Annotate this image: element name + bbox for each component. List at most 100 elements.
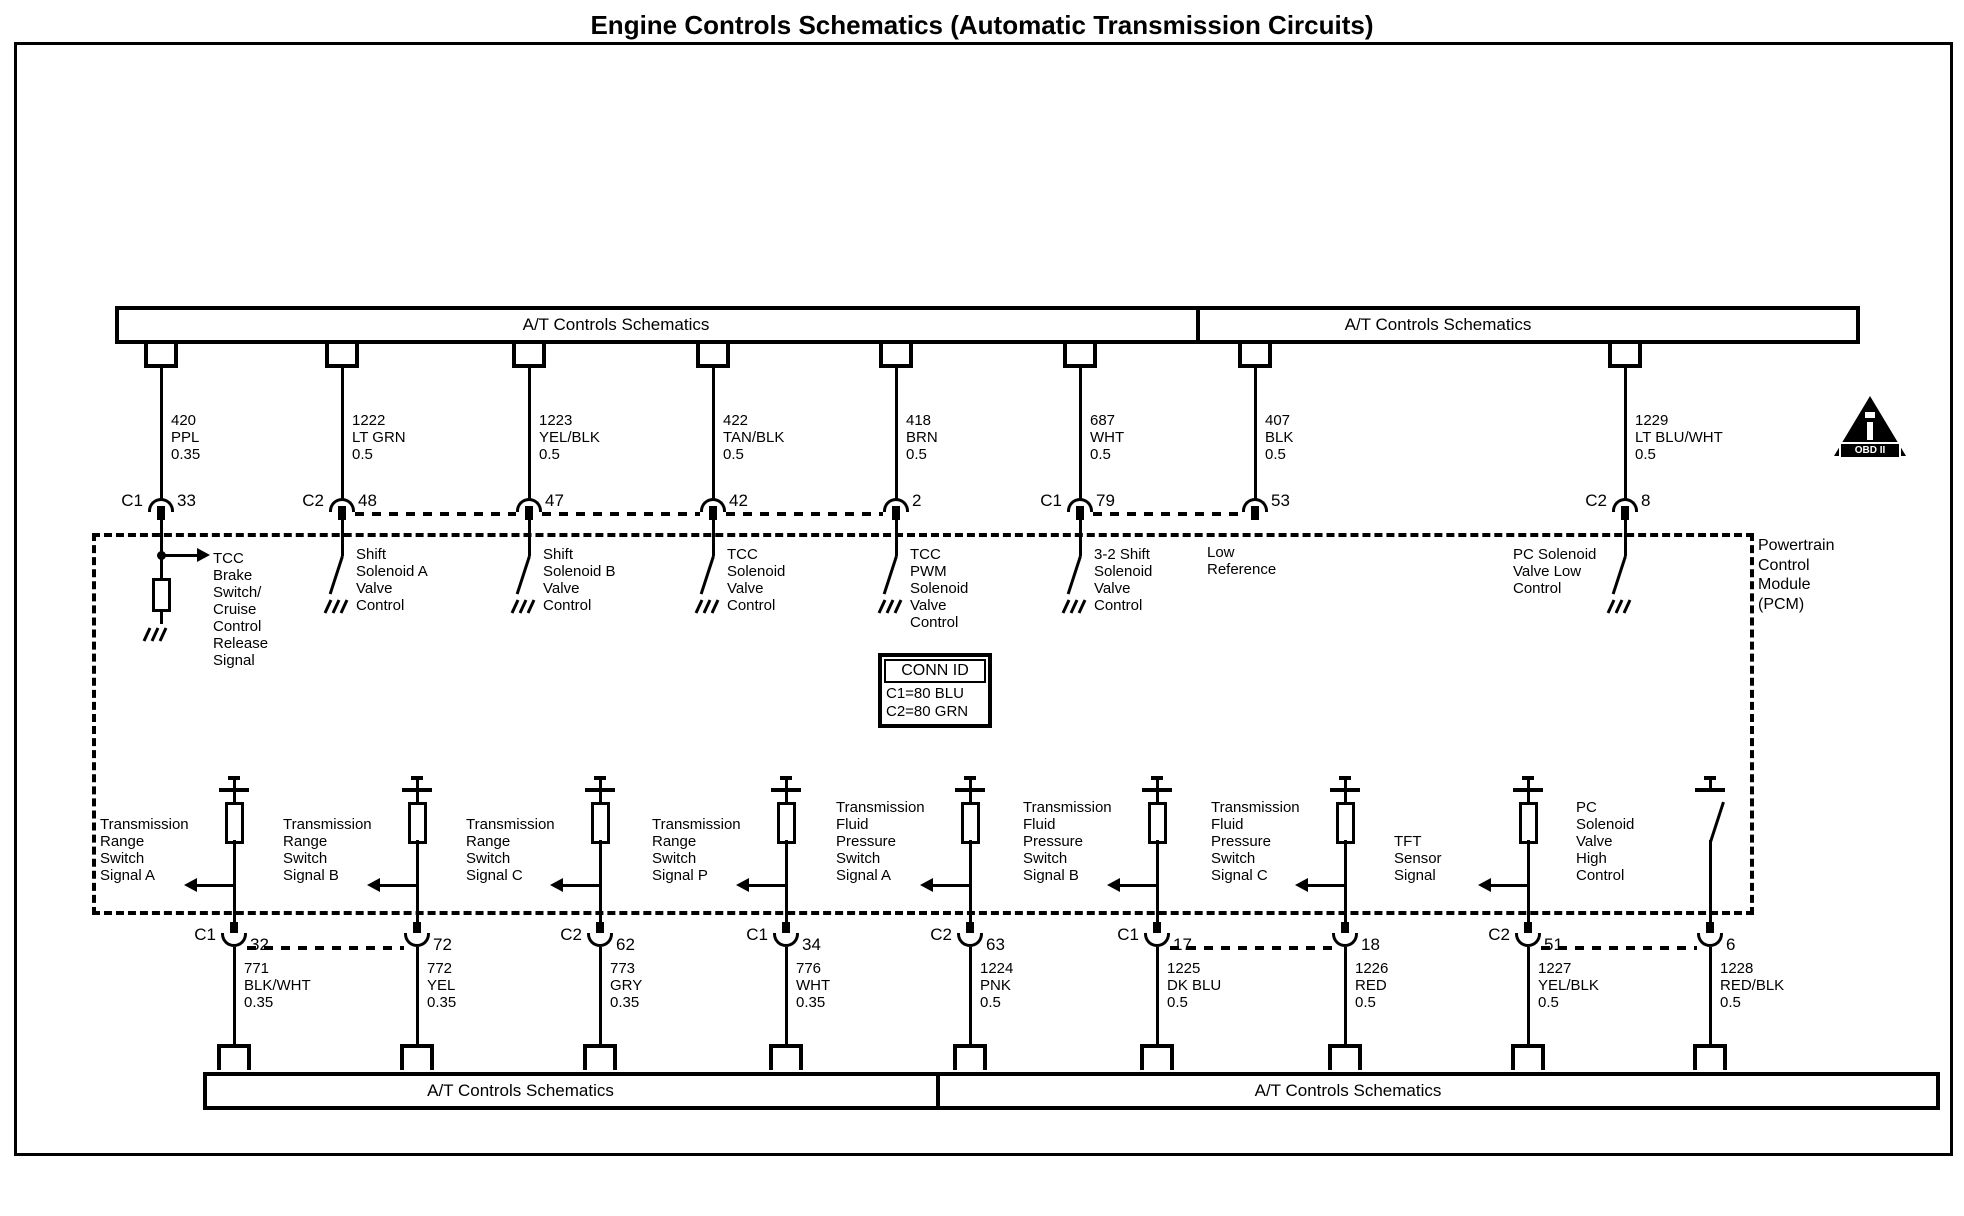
wire bbox=[527, 518, 531, 556]
connector-label: C1 bbox=[1040, 491, 1062, 510]
pin-link bbox=[542, 512, 700, 516]
connector-label: C2 bbox=[560, 925, 582, 944]
pin-nub bbox=[157, 506, 165, 520]
wire bbox=[415, 947, 419, 1044]
signal-arrow bbox=[1295, 878, 1308, 892]
connector-stub bbox=[1693, 1044, 1727, 1070]
wire bbox=[1155, 947, 1159, 1044]
function-label: Transmission Range Switch Signal A bbox=[100, 816, 189, 884]
connector-stub bbox=[879, 344, 913, 368]
wire bbox=[598, 840, 602, 924]
function-label: TCC Brake Switch/ Cruise Control Release… bbox=[213, 550, 269, 669]
pin-nub bbox=[1153, 922, 1161, 936]
circuit-label: 422 TAN/BLK 0.5 bbox=[723, 412, 785, 463]
wire bbox=[784, 840, 788, 924]
function-label: Transmission Fluid Pressure Switch Signa… bbox=[1023, 799, 1112, 884]
resistor bbox=[590, 802, 610, 844]
pin-nub bbox=[338, 506, 346, 520]
connector-stub bbox=[1328, 1044, 1362, 1070]
wire bbox=[598, 792, 602, 802]
resistor bbox=[1147, 802, 1167, 844]
wire bbox=[894, 366, 898, 506]
connector-label: C2 bbox=[930, 925, 952, 944]
signal-arrow bbox=[736, 878, 749, 892]
wire bbox=[968, 947, 972, 1044]
pin-number: 79 bbox=[1096, 491, 1115, 510]
circuit-label: 1223 YEL/BLK 0.5 bbox=[539, 412, 600, 463]
pullup-terminator-bar bbox=[402, 788, 432, 792]
pullup-terminator-stem bbox=[232, 776, 236, 788]
pin-link bbox=[726, 512, 883, 516]
wire bbox=[1526, 947, 1530, 1044]
pin-nub bbox=[1524, 922, 1532, 936]
resistor bbox=[407, 802, 427, 844]
wire bbox=[1708, 840, 1712, 924]
connector-stub bbox=[1608, 344, 1642, 368]
wire bbox=[527, 366, 531, 506]
pin-nub bbox=[230, 922, 238, 936]
circuit-label: 420 PPL 0.35 bbox=[171, 412, 201, 463]
connector-stub bbox=[696, 344, 730, 368]
function-label: Transmission Fluid Pressure Switch Signa… bbox=[836, 799, 925, 884]
function-label: Transmission Fluid Pressure Switch Signa… bbox=[1211, 799, 1300, 884]
function-label: TCC Solenoid Valve Control bbox=[727, 546, 786, 614]
wire bbox=[159, 518, 163, 578]
wire bbox=[1623, 518, 1627, 556]
function-label: PC Solenoid Valve High Control bbox=[1576, 799, 1635, 884]
pin-arc bbox=[1067, 498, 1093, 512]
pin-number: 6 bbox=[1726, 935, 1736, 954]
obd2-badge: OBD II bbox=[1834, 396, 1906, 462]
function-label: Shift Solenoid A Valve Control bbox=[356, 546, 428, 614]
pin-arc bbox=[148, 498, 174, 512]
pullup-terminator-bar bbox=[219, 788, 249, 792]
connector-stub bbox=[217, 1044, 251, 1070]
wire bbox=[1155, 840, 1159, 924]
ground-symbol bbox=[694, 598, 720, 615]
pin-number: 47 bbox=[545, 491, 564, 510]
pin-number: 32 bbox=[250, 935, 269, 954]
ground-symbol bbox=[1061, 598, 1087, 615]
function-label: Shift Solenoid B Valve Control bbox=[543, 546, 616, 614]
function-label: Low Reference bbox=[1207, 544, 1277, 578]
pin-arc bbox=[404, 933, 430, 947]
wire bbox=[1526, 792, 1530, 802]
pin-number: 2 bbox=[912, 491, 922, 510]
pin-nub bbox=[1251, 506, 1259, 520]
connector-stub bbox=[1063, 344, 1097, 368]
wire bbox=[784, 792, 788, 802]
conn-id-header: CONN ID bbox=[884, 659, 986, 683]
circuit-label: 1224 PNK 0.5 bbox=[980, 960, 1014, 1011]
pin-number: 34 bbox=[802, 935, 821, 954]
pcm-label: Powertrain Control Module (PCM) bbox=[1758, 537, 1835, 613]
connector-stub bbox=[512, 344, 546, 368]
ground-symbol bbox=[323, 598, 349, 615]
resistor bbox=[960, 802, 980, 844]
outer-border bbox=[14, 42, 1953, 1156]
connector-label: C1 bbox=[1117, 925, 1139, 944]
wire bbox=[968, 840, 972, 924]
pin-nub bbox=[1341, 922, 1349, 936]
pin-arc bbox=[1515, 933, 1541, 947]
pin-nub bbox=[966, 922, 974, 936]
circuit-label: 407 BLK 0.5 bbox=[1265, 412, 1294, 463]
circuit-label: 1226 RED 0.5 bbox=[1355, 960, 1389, 1011]
obd2-label: OBD II bbox=[1839, 442, 1901, 459]
circuit-label: 418 BRN 0.5 bbox=[906, 412, 938, 463]
connector-stub bbox=[325, 344, 359, 368]
wire bbox=[159, 366, 163, 506]
pullup-terminator-stem bbox=[598, 776, 602, 788]
wire bbox=[415, 792, 419, 802]
signal-arrow bbox=[550, 878, 563, 892]
wire bbox=[894, 518, 898, 556]
ground-symbol bbox=[1606, 598, 1632, 615]
pin-link bbox=[1093, 512, 1242, 516]
pin-arc bbox=[957, 933, 983, 947]
resistor bbox=[224, 802, 244, 844]
wire bbox=[1078, 366, 1082, 506]
wire bbox=[1343, 947, 1347, 1044]
pin-number: 33 bbox=[177, 491, 196, 510]
wire bbox=[784, 947, 788, 1044]
wire bbox=[1343, 840, 1347, 924]
connector-stub bbox=[953, 1044, 987, 1070]
resistor bbox=[1518, 802, 1538, 844]
